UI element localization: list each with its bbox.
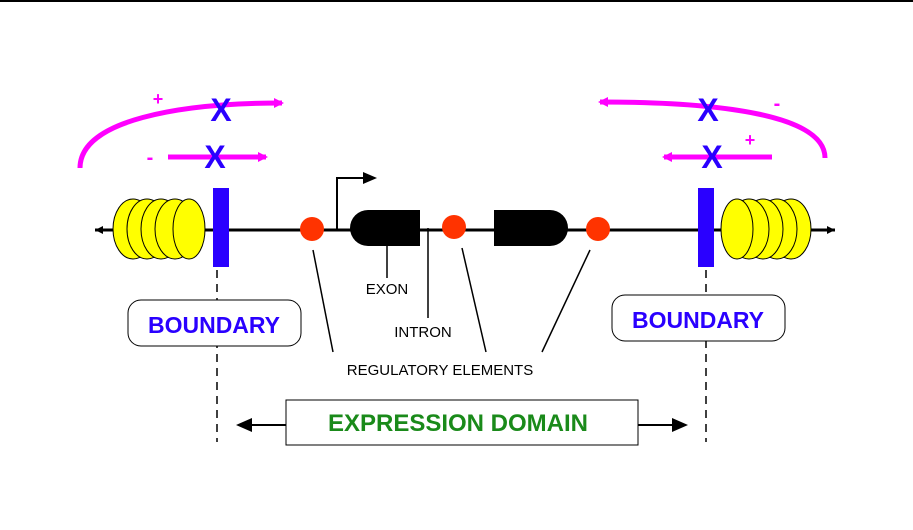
chromatin-line-right-end bbox=[827, 226, 835, 234]
regulatory-element-icon bbox=[300, 217, 324, 241]
boundary-label-box-right bbox=[611, 294, 786, 342]
spreading-arc-arrow-left bbox=[77, 98, 284, 169]
exon-block bbox=[350, 210, 420, 246]
domain-arrowhead-left bbox=[236, 418, 252, 432]
blocked-x-icon: X bbox=[210, 92, 232, 128]
chromatin-line-left-end bbox=[95, 226, 103, 234]
boundary-bar-right bbox=[698, 188, 714, 267]
boundary-label-right: BOUNDARY bbox=[632, 307, 764, 333]
promoter-arrow-icon bbox=[336, 172, 377, 229]
nucleosome-icon bbox=[112, 198, 206, 260]
blocked-x-icon: X bbox=[697, 92, 719, 128]
exon-label: EXON bbox=[366, 281, 409, 298]
blocked-x-icon: X bbox=[701, 139, 723, 175]
boundary-bar-left bbox=[213, 188, 229, 267]
regulatory-element-icon bbox=[442, 215, 466, 239]
minus-sign-right-top: - bbox=[774, 93, 781, 115]
minus-sign-left-bottom: - bbox=[147, 147, 154, 169]
expression-domain-box bbox=[285, 399, 639, 446]
regulatory-pointer bbox=[461, 247, 487, 353]
intron-label: INTRON bbox=[394, 324, 452, 341]
boundary-label-left: BOUNDARY bbox=[148, 312, 280, 338]
spreading-arc-arrow-right bbox=[598, 97, 828, 159]
regulatory-elements-label: REGULATORY ELEMENTS bbox=[347, 362, 533, 379]
domain-arrowhead-right bbox=[672, 418, 688, 432]
nucleosome-icon bbox=[720, 198, 812, 260]
exon-block bbox=[494, 210, 568, 246]
regulatory-element-icon bbox=[586, 217, 610, 241]
plus-sign-left-top: + bbox=[153, 89, 164, 109]
top-rule bbox=[0, 0, 913, 2]
plus-sign-right-bottom: + bbox=[745, 130, 756, 150]
blocked-x-icon: X bbox=[204, 139, 226, 175]
expression-domain-label: EXPRESSION DOMAIN bbox=[328, 410, 588, 437]
regulatory-pointer bbox=[541, 249, 591, 353]
regulatory-pointer bbox=[312, 249, 334, 353]
boundary-label-box-left bbox=[127, 299, 302, 347]
